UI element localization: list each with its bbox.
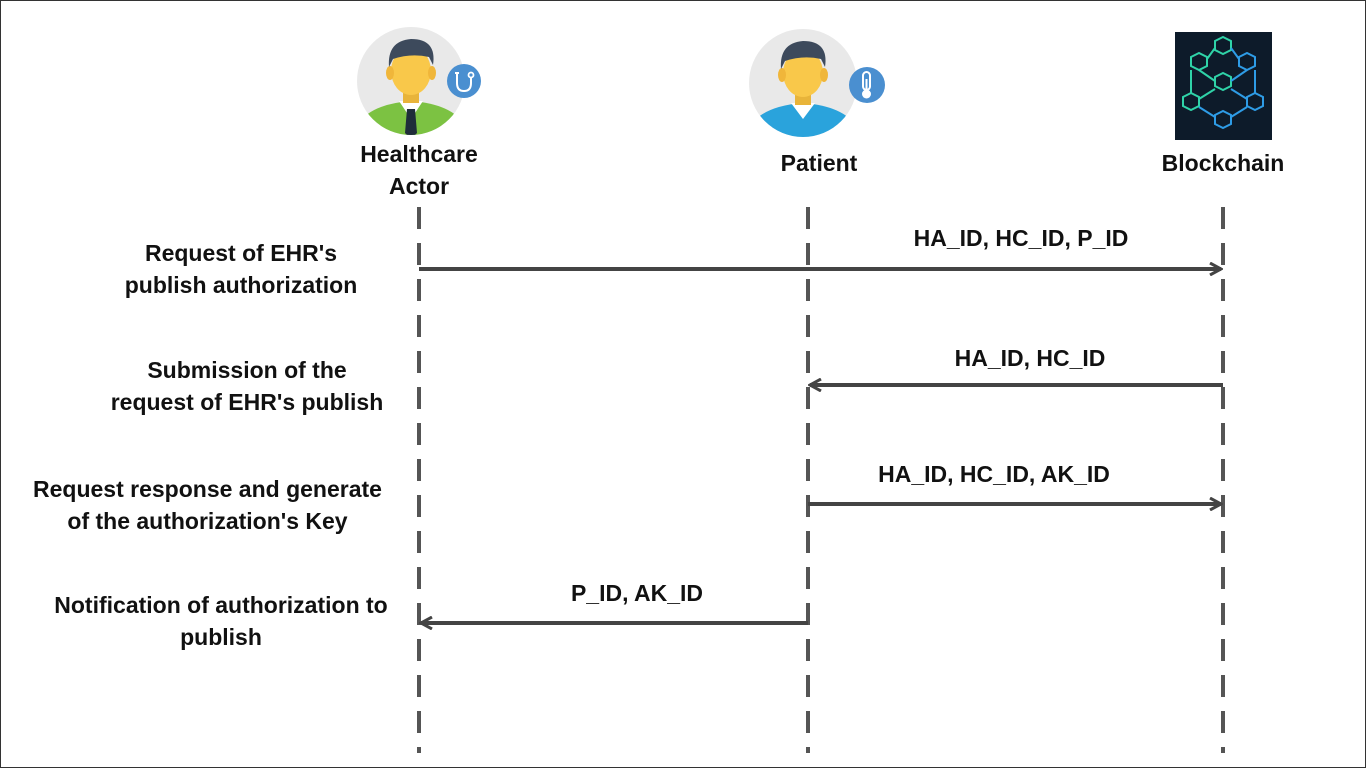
patient-avatar bbox=[749, 29, 857, 137]
patient-name: Patient bbox=[780, 150, 858, 176]
message-3-label: HA_ID, HC_ID, AK_ID bbox=[878, 461, 1110, 487]
message-2-label: HA_ID, HC_ID bbox=[954, 345, 1106, 371]
step-3-label-line1: Request response and generate bbox=[33, 476, 382, 502]
step-1-label-line2: publish authorization bbox=[124, 272, 358, 298]
step-1-label-line1: Request of EHR's bbox=[144, 240, 338, 266]
healthcare-actor-name-line1: Healthcare bbox=[360, 141, 478, 167]
step-2-label-line2: request of EHR's publish bbox=[110, 389, 384, 415]
thermometer-icon bbox=[849, 67, 885, 103]
step-2-label-line1: Submission of the bbox=[147, 357, 347, 383]
step-3-label-line2: of the authorization's Key bbox=[67, 508, 348, 534]
message-1-label: HA_ID, HC_ID, P_ID bbox=[913, 225, 1129, 251]
step-2-label: Submission of the request of EHR's publi… bbox=[67, 354, 427, 418]
healthcare-actor-name: Healthcare Actor bbox=[319, 138, 519, 202]
healthcare-actor-name-line2: Actor bbox=[388, 173, 450, 199]
step-1-label: Request of EHR's publish authorization bbox=[61, 237, 421, 301]
step-4-label-line1: Notification of authorization to bbox=[54, 592, 388, 618]
stethoscope-icon bbox=[447, 64, 481, 98]
message-4-label: P_ID, AK_ID bbox=[570, 580, 704, 606]
step-3-label: Request response and generate of the aut… bbox=[5, 473, 410, 537]
blockchain-cubes-icon bbox=[1175, 32, 1272, 140]
blockchain-name: Blockchain bbox=[1161, 150, 1285, 176]
step-4-label: Notification of authorization to publish bbox=[31, 589, 411, 653]
step-4-label-line2: publish bbox=[180, 624, 262, 650]
